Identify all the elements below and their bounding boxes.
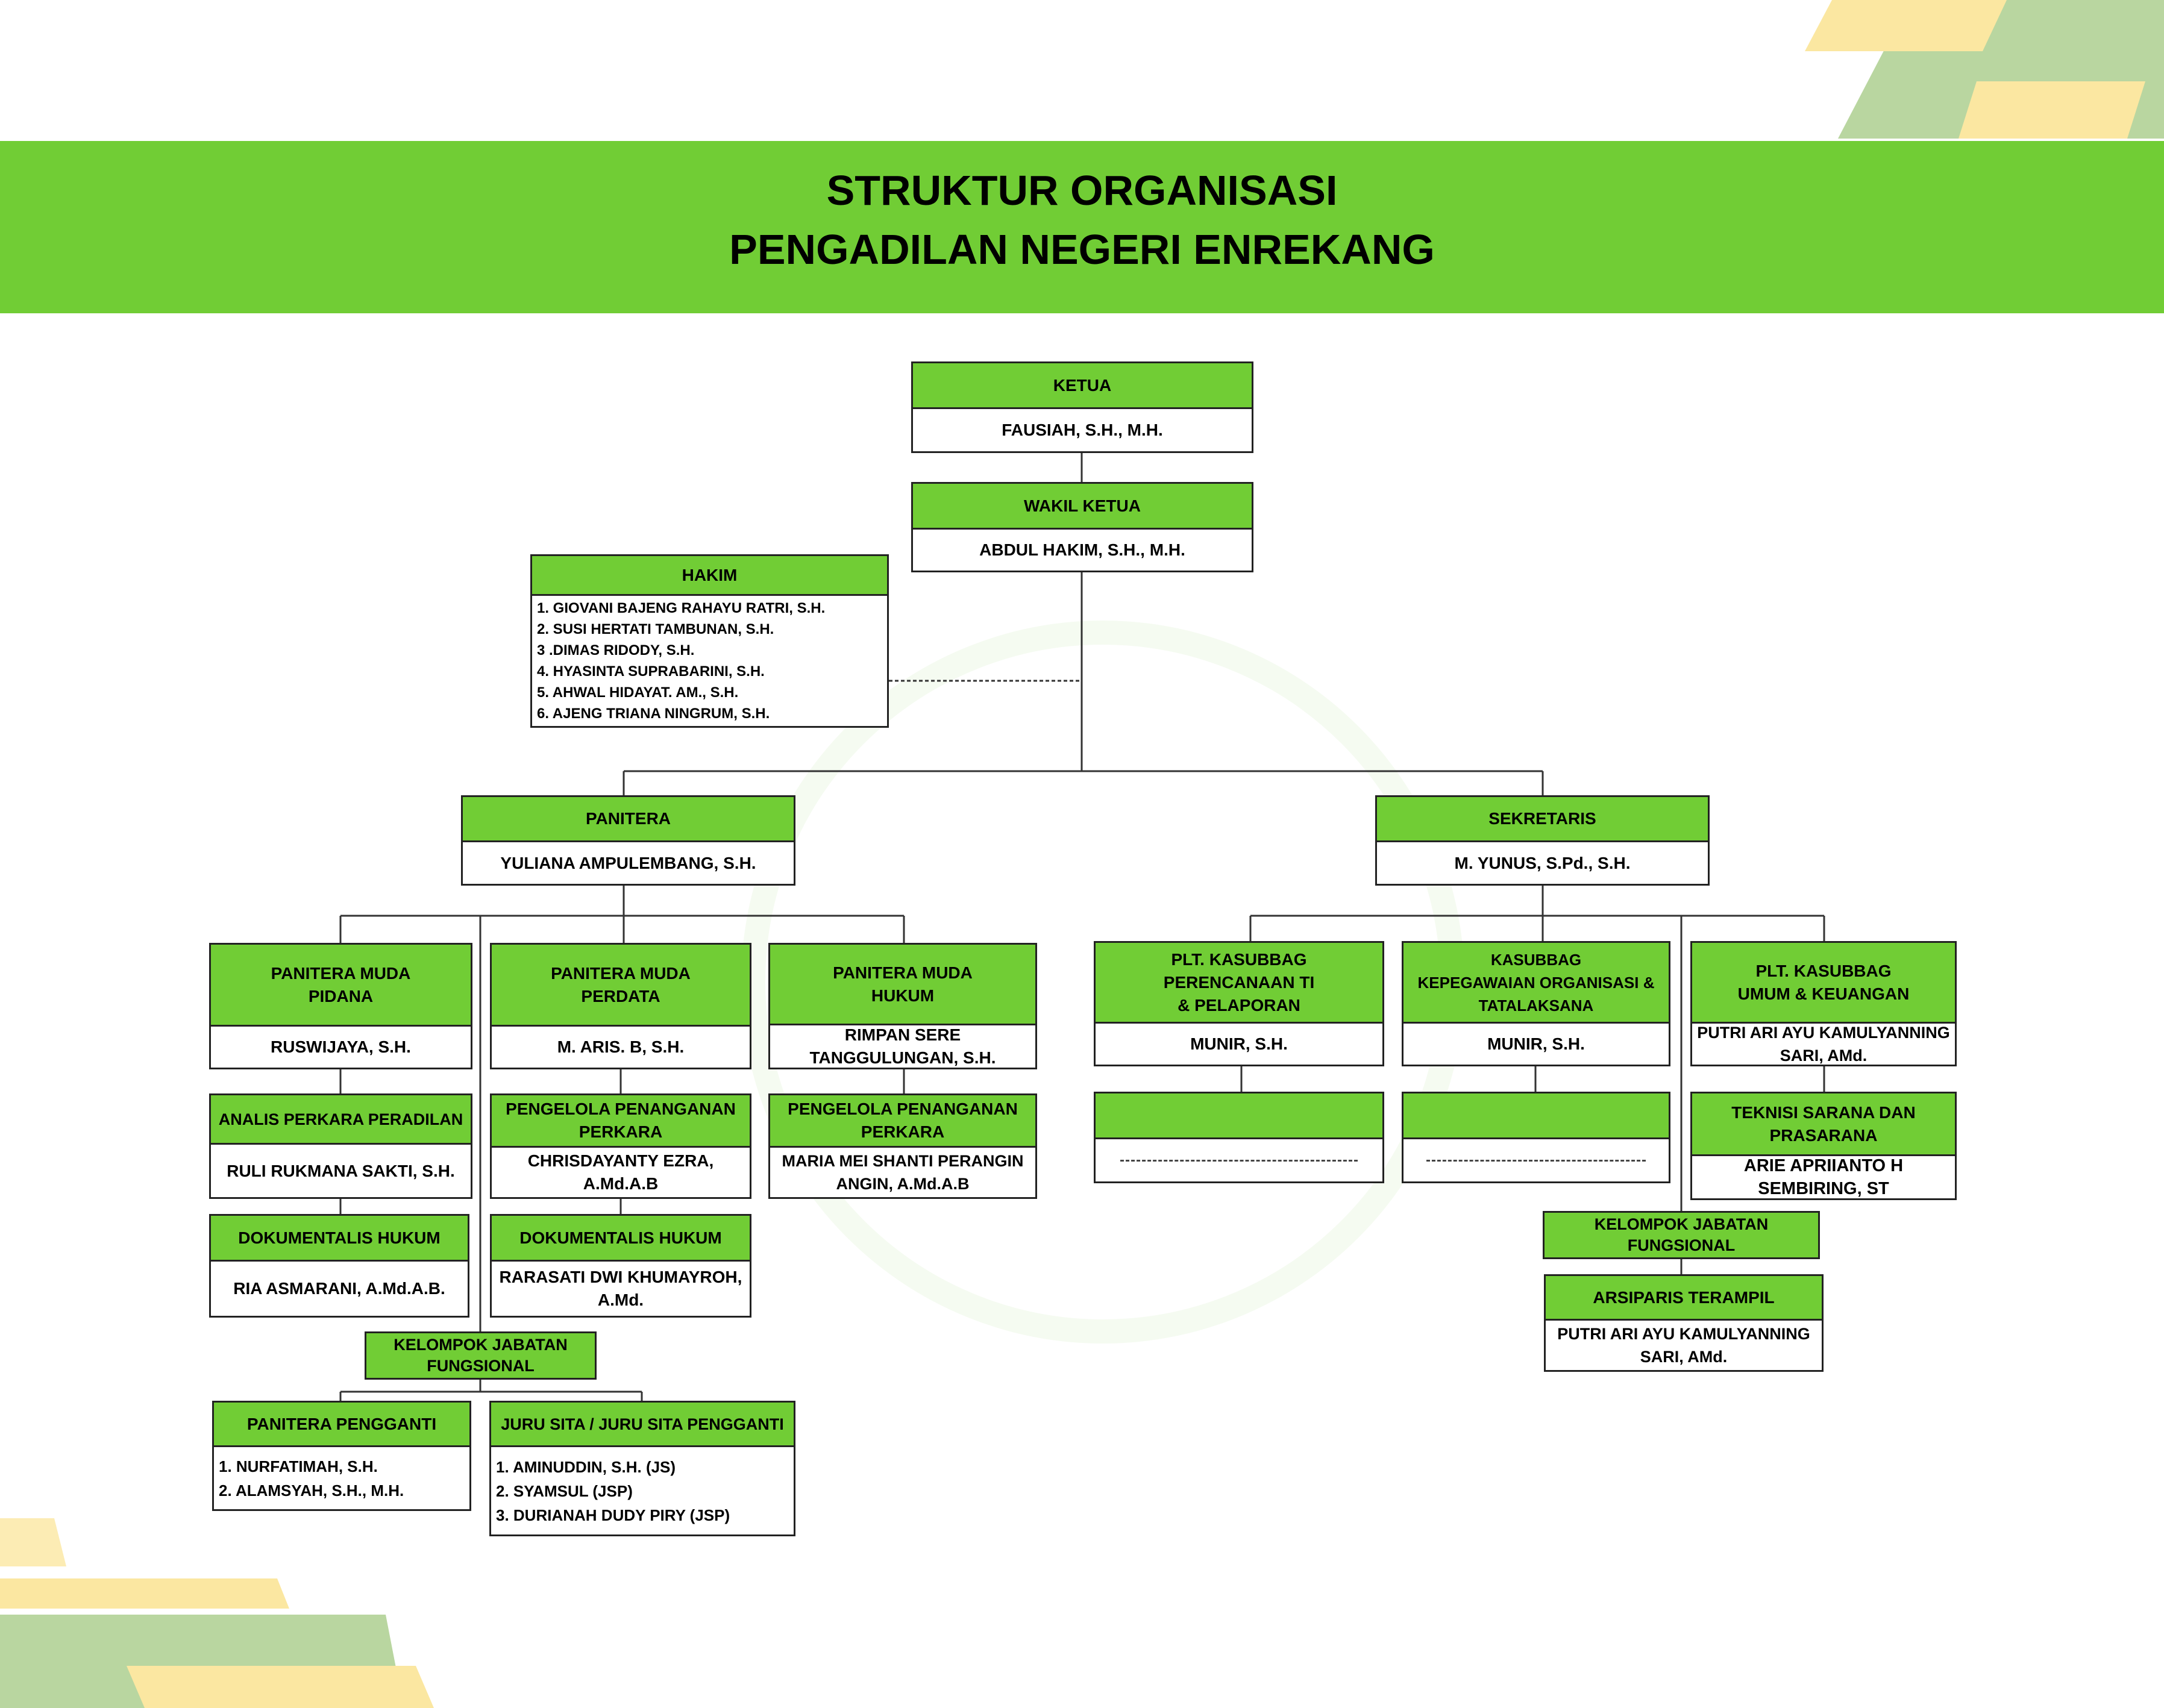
list-item: 3. DURIANAH DUDY PIRY (JSP) [496,1506,730,1524]
list-item: 3 .DIMAS RIDODY, S.H. [537,642,695,658]
list-item: 1. NURFATIMAH, S.H. [219,1457,378,1475]
arsiparis-title: ARSIPARIS TERAMPIL [1546,1276,1822,1321]
page-title-line2: PENGADILAN NEGERI ENREKANG [729,226,1435,273]
pm-pidana-name: RUSWIJAYA, S.H. [271,1037,411,1056]
kot-staff-title [1403,1093,1669,1139]
pm-hukum-title: PANITERA MUDA HUKUM [770,945,1035,1025]
juru-sita-box: JURU SITA / JURU SITA PENGGANTI 1. AMINU… [489,1401,795,1536]
pengelola-hukum-title: PENGELOLA PENANGANAN PERKARA [770,1095,1035,1148]
ketua-box: KETUA FAUSIAH, S.H., M.H. [911,361,1253,453]
kot-staff-name [1403,1139,1669,1181]
juru-sita-members: 1. AMINUDDIN, S.H. (JS) 2. SYAMSUL (JSP)… [491,1447,794,1534]
list-item: 6. AJENG TRIANA NINGRUM, S.H. [537,705,770,722]
wakil-ketua-title: WAKIL KETUA [913,484,1252,530]
kjf-sekretaris-title: KELOMPOK JABATAN FUNGSIONAL [1545,1213,1818,1257]
kasubbag-kot-name: MUNIR, S.H. [1487,1034,1585,1053]
list-item: 1. GIOVANI BAJENG RAHAYU RATRI, S.H. [537,600,826,616]
panitera-pengganti-members: 1. NURFATIMAH, S.H. 2. ALAMSYAH, S.H., M… [214,1447,469,1509]
kasubbag-ptip-title: PLT. KASUBBAG PERENCANAAN TI & PELAPORAN [1096,943,1382,1024]
arsiparis-box: ARSIPARIS TERAMPIL PUTRI ARI AYU KAMULYA… [1544,1274,1824,1372]
page-title-line1: STRUKTUR ORGANISASI [826,167,1338,214]
kasubbag-uk-box: PLT. KASUBBAG UMUM & KEUANGAN PUTRI ARI … [1690,941,1957,1066]
hakim-box: HAKIM 1. GIOVANI BAJENG RAHAYU RATRI, S.… [530,554,889,728]
ketua-title: KETUA [913,363,1252,409]
pm-hukum-name: RIMPAN SERE TANGGULUNGAN, S.H. [809,1025,996,1067]
dok-hukum-2-box: DOKUMENTALIS HUKUM RARASATI DWI KHUMAYRO… [490,1214,751,1318]
wakil-ketua-box: WAKIL KETUA ABDUL HAKIM, S.H., M.H. [911,482,1253,572]
kasubbag-ptip-box: PLT. KASUBBAG PERENCANAAN TI & PELAPORAN… [1094,941,1384,1066]
dok-hukum-2-title: DOKUMENTALIS HUKUM [492,1216,750,1262]
wakil-ketua-name: ABDUL HAKIM, S.H., M.H. [979,540,1185,559]
teknisi-title: TEKNISI SARANA DAN PRASARANA [1692,1093,1955,1156]
kot-staff-box [1402,1092,1670,1183]
panitera-pengganti-box: PANITERA PENGGANTI 1. NURFATIMAH, S.H. 2… [212,1401,471,1511]
juru-sita-title: JURU SITA / JURU SITA PENGGANTI [491,1403,794,1447]
pm-pidana-title: PANITERA MUDA PIDANA [211,945,471,1027]
list-item: 2. SUSI HERTATI TAMBUNAN, S.H. [537,621,774,637]
analis-perkara-title: ANALIS PERKARA PERADILAN [211,1095,471,1145]
pengelola-perdata-box: PENGELOLA PENANGANAN PERKARA CHRISDAYANT… [490,1093,751,1199]
hakim-title: HAKIM [532,556,887,596]
ptip-staff-box [1094,1092,1384,1183]
kjf-panitera-box: KELOMPOK JABATAN FUNGSIONAL [365,1331,597,1380]
pengelola-hukum-name: MARIA MEI SHANTI PERANGIN ANGIN, A.Md.A.… [782,1152,1024,1193]
deco-yellow-bottom-2 [0,1578,289,1609]
list-item: 2. SYAMSUL (JSP) [496,1481,633,1500]
title-banner [0,141,2164,313]
panitera-box: PANITERA YULIANA AMPULEMBANG, S.H. [461,795,795,886]
kasubbag-kot-box: KASUBBAG KEPEGAWAIAN ORGANISASI & TATALA… [1402,941,1670,1066]
list-item: 1. AMINUDDIN, S.H. (JS) [496,1457,676,1476]
panitera-title: PANITERA [463,797,794,842]
deco-yellow-top-1 [1805,0,2007,51]
list-item: 4. HYASINTA SUPRABARINI, S.H. [537,663,765,680]
ketua-name: FAUSIAH, S.H., M.H. [1002,421,1163,439]
placeholder-dash [1120,1159,1358,1162]
dok-hukum-1-name: RIA ASMARANI, A.Md.A.B. [233,1279,445,1298]
pm-hukum-box: PANITERA MUDA HUKUM RIMPAN SERE TANGGULU… [768,943,1037,1069]
analis-perkara-box: ANALIS PERKARA PERADILAN RULI RUKMANA SA… [209,1093,472,1199]
kasubbag-kot-title: KASUBBAG KEPEGAWAIAN ORGANISASI & TATALA… [1403,943,1669,1024]
ptip-staff-title [1096,1093,1382,1139]
teknisi-box: TEKNISI SARANA DAN PRASARANA ARIE APRIIA… [1690,1092,1957,1200]
analis-perkara-name: RULI RUKMANA SAKTI, S.H. [227,1161,455,1180]
pm-perdata-title: PANITERA MUDA PERDATA [492,945,750,1027]
placeholder-dash [1426,1159,1646,1162]
panitera-pengganti-title: PANITERA PENGGANTI [214,1403,469,1447]
sekretaris-box: SEKRETARIS M. YUNUS, S.Pd., S.H. [1375,795,1710,886]
deco-yellow-bottom-1 [0,1518,66,1566]
kasubbag-uk-title: PLT. KASUBBAG UMUM & KEUANGAN [1692,943,1955,1024]
dok-hukum-2-name: RARASATI DWI KHUMAYROH, A.Md. [499,1268,742,1309]
dok-hukum-1-box: DOKUMENTALIS HUKUM RIA ASMARANI, A.Md.A.… [209,1214,469,1318]
deco-yellow-bottom-3 [127,1666,434,1708]
pengelola-perdata-name: CHRISDAYANTY EZRA, A.Md.A.B [527,1151,714,1193]
sekretaris-title: SEKRETARIS [1377,797,1708,842]
kasubbag-uk-name: PUTRI ARI AYU KAMULYANNING SARI, AMd. [1697,1024,1950,1065]
list-item: 2. ALAMSYAH, S.H., M.H. [219,1481,404,1500]
sekretaris-name: M. YUNUS, S.Pd., S.H. [1454,853,1631,872]
panitera-name: YULIANA AMPULEMBANG, S.H. [500,853,756,872]
teknisi-name: ARIE APRIIANTO H SEMBIRING, ST [1743,1156,1904,1198]
pm-perdata-box: PANITERA MUDA PERDATA M. ARIS. B, S.H. [490,943,751,1069]
pm-pidana-box: PANITERA MUDA PIDANA RUSWIJAYA, S.H. [209,943,472,1069]
kjf-sekretaris-box: KELOMPOK JABATAN FUNGSIONAL [1543,1211,1820,1259]
ptip-staff-name [1096,1139,1382,1181]
dok-hukum-1-title: DOKUMENTALIS HUKUM [211,1216,468,1262]
hakim-members: 1. GIOVANI BAJENG RAHAYU RATRI, S.H. 2. … [532,596,887,726]
kjf-panitera-title: KELOMPOK JABATAN FUNGSIONAL [366,1333,595,1378]
kasubbag-ptip-name: MUNIR, S.H. [1190,1034,1288,1053]
pengelola-hukum-box: PENGELOLA PENANGANAN PERKARA MARIA MEI S… [768,1093,1037,1199]
pengelola-perdata-title: PENGELOLA PENANGANAN PERKARA [492,1095,750,1148]
arsiparis-name: PUTRI ARI AYU KAMULYANNING SARI, AMd. [1557,1325,1810,1366]
pm-perdata-name: M. ARIS. B, S.H. [557,1037,685,1056]
deco-yellow-top-2 [1959,81,2145,139]
list-item: 5. AHWAL HIDAYAT. AM., S.H. [537,684,739,701]
